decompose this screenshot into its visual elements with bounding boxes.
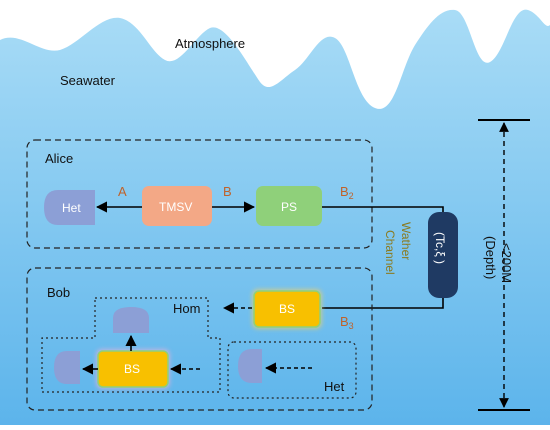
- hom-label: Hom: [173, 301, 200, 316]
- ps-label: PS: [281, 200, 297, 214]
- hom-detector-left: [54, 351, 80, 384]
- port-b2-label: B2: [340, 184, 354, 201]
- channel-name-line2: Channel: [383, 230, 397, 275]
- hom-region: [41, 297, 221, 393]
- alice-het-detector: [44, 190, 95, 225]
- seawater-label: Seawater: [60, 73, 116, 88]
- bob-bs-label: BS: [279, 302, 295, 316]
- alice-region: [26, 139, 373, 249]
- port-a-label: A: [118, 184, 127, 199]
- port-b-label: B: [223, 184, 232, 199]
- hom-bs-label: BS: [124, 362, 140, 376]
- line-channel-to-bob: [322, 298, 444, 309]
- depth-note: (Depth): [483, 236, 498, 279]
- depth-label: <200M: [499, 243, 514, 283]
- alice-title: Alice: [45, 151, 73, 166]
- port-b3-label: B3: [340, 314, 354, 331]
- atmosphere-label: Atmosphere: [175, 36, 245, 51]
- bob-title: Bob: [47, 285, 70, 300]
- channel-name-line1: Wather: [399, 222, 413, 260]
- tmsv-source: [142, 186, 212, 226]
- bob-het-label: Het: [324, 379, 345, 394]
- tmsv-label: TMSV: [159, 200, 192, 214]
- bob-beam-splitter: [253, 290, 321, 328]
- line-ps-to-channel: [322, 206, 444, 214]
- bob-region: [26, 267, 373, 411]
- hom-detector-top: [113, 307, 149, 333]
- alice-het-label: Het: [62, 201, 81, 215]
- channel-parameter-label: (Tc,ξ ): [433, 232, 447, 264]
- water-channel: [428, 212, 458, 298]
- ps-box: [256, 186, 322, 226]
- bob-het-detector: [238, 349, 262, 383]
- bob-het-region: [227, 341, 357, 399]
